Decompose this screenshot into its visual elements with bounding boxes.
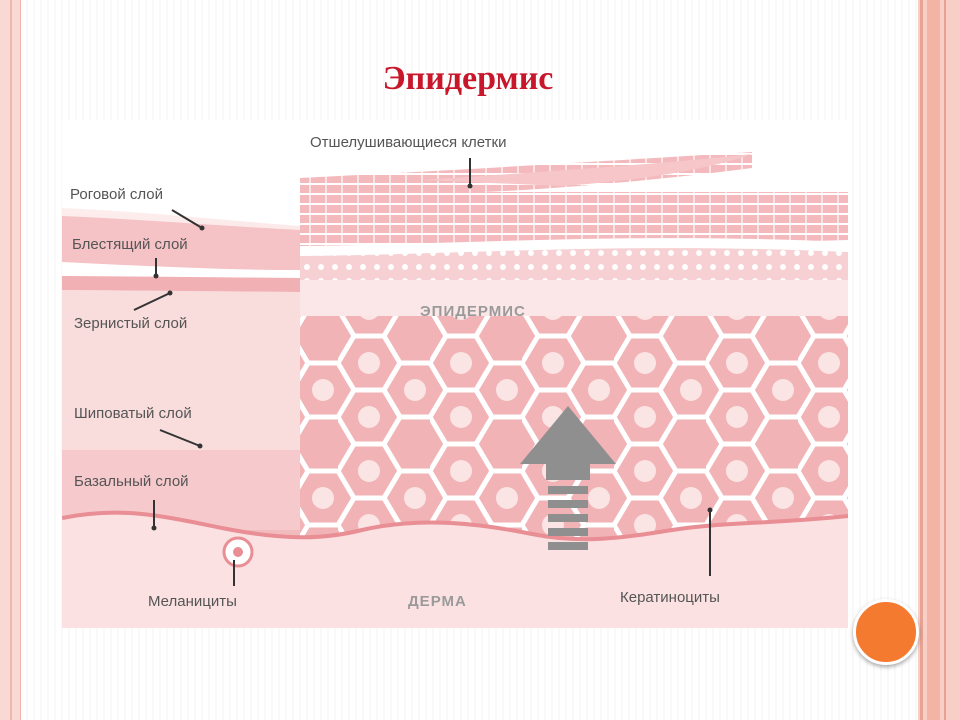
- epidermis-diagram: Отшелушивающиеся клетки Роговой слой Бле…: [61, 120, 849, 628]
- orange-decorative-circle: [853, 599, 919, 665]
- label-melanocytes: Меланициты: [148, 593, 237, 610]
- label-stratum-basale: Базальный слой: [74, 473, 189, 490]
- slide-title: Эпидермис: [382, 60, 554, 97]
- epidermis-svg: Отшелушивающиеся клетки Роговой слой Бле…: [61, 134, 849, 628]
- left-frame-stripe: [10, 0, 12, 720]
- label-stratum-granulosum: Зернистый слой: [74, 315, 187, 332]
- label-stratum-spinosum: Шиповатый слой: [74, 405, 192, 422]
- label-dermis: ДЕРМА: [408, 593, 467, 610]
- label-stratum-corneum: Роговой слой: [70, 186, 163, 203]
- right-frame-stripe: [927, 0, 940, 720]
- growth-arrow: [520, 406, 616, 550]
- label-keratinocytes: Кератиноциты: [620, 589, 720, 606]
- left-frame-border: [0, 0, 21, 720]
- leader-dots: [151, 183, 713, 531]
- right-frame-border: [918, 0, 960, 720]
- right-frame-stripe: [920, 0, 923, 720]
- label-epidermis: ЭПИДЕРМИС: [420, 303, 526, 320]
- right-frame-stripe: [944, 0, 946, 720]
- leader-lines: [133, 158, 711, 586]
- label-exfoliating-cells: Отшелушивающиеся клетки: [310, 134, 506, 151]
- melanocyte-cell: [222, 536, 254, 568]
- label-stratum-lucidum: Блестящий слой: [72, 236, 188, 253]
